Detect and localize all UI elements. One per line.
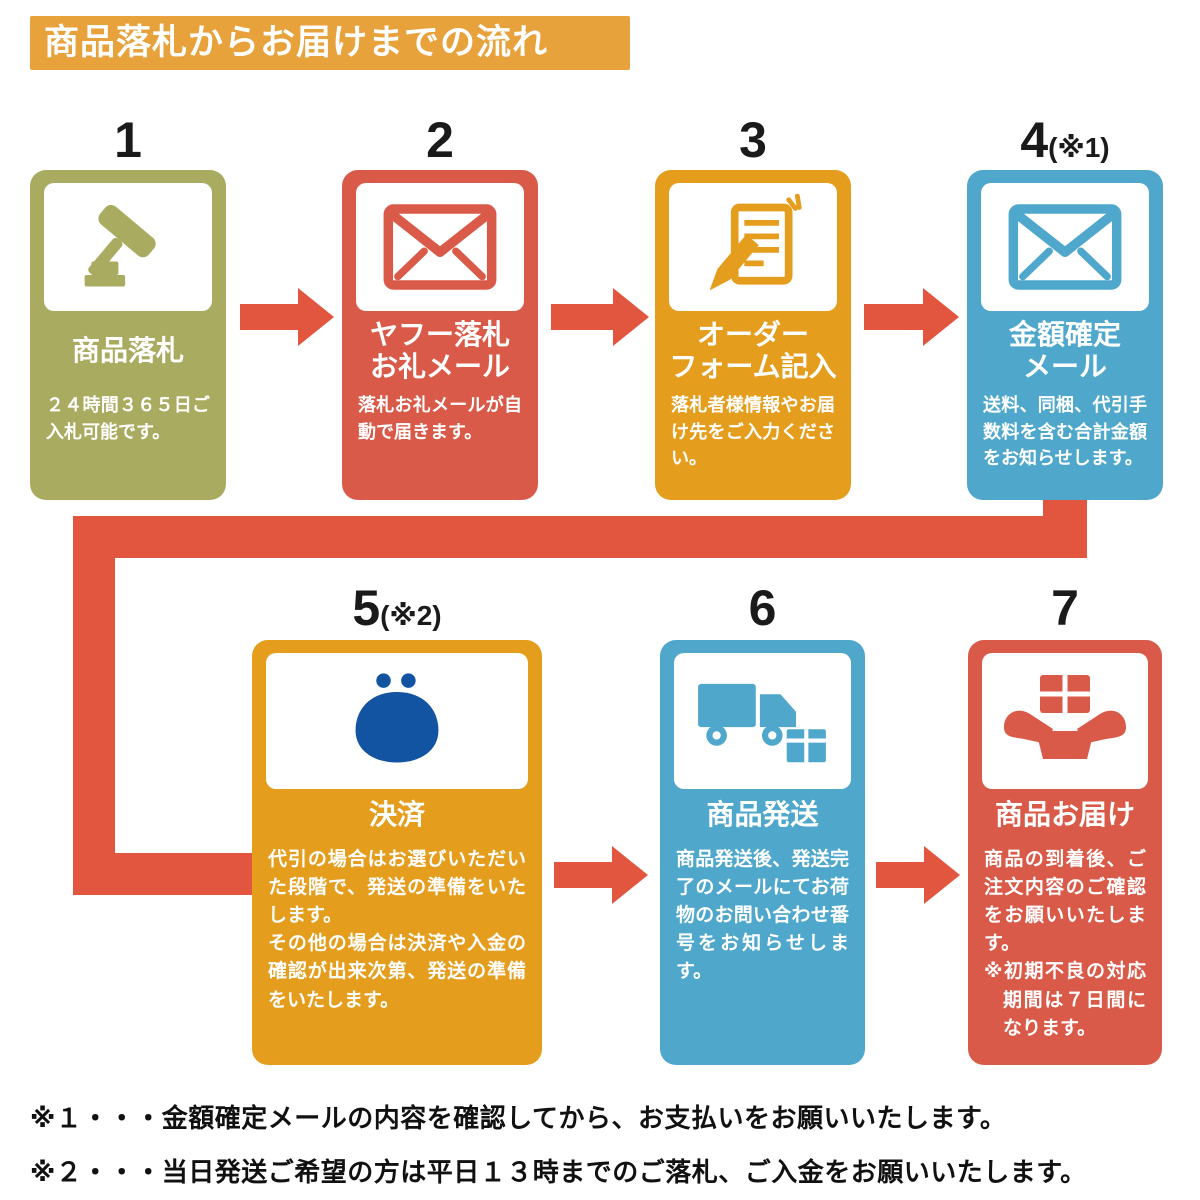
step-card-auction-win: 商品落札 ２４時間３６５日ご入札可能です。: [30, 170, 226, 500]
step-desc: 落札お礼メールが自動で届きます。: [358, 395, 522, 442]
flow-connector-segment: [73, 516, 1087, 558]
step-desc: 送料、同梱、代引手数料を含む合計金額をお知らせします。: [983, 395, 1147, 469]
page-title: 商品落札からお届けまでの流れ: [30, 16, 630, 70]
step-desc: 商品の到着後、ご注文内容のご確認をお願いいたします。 ※初期不良の対応期間は７日…: [984, 849, 1146, 1039]
footnote-2: ※２・・・当日発送ご希望の方は平日１３時までのご落札、ご入金をお願いいたします。: [30, 1157, 1087, 1187]
purse-icon: [355, 673, 439, 763]
flow-arrow-right: [551, 288, 649, 346]
step-title: ヤフー落札 お礼メール: [369, 318, 510, 382]
step-title: 商品お届け: [994, 798, 1135, 830]
footnote-1: ※１・・・金額確定メールの内容を確認してから、お支払いをお願いいたします。: [30, 1103, 1007, 1133]
step-card-payment: 決済 代引の場合はお選びいただいた段階で、発送の準備をいたします。 その他の場合…: [252, 640, 542, 1065]
step-icon-panel: [981, 183, 1149, 311]
delivery-icon: [1004, 675, 1126, 759]
step-desc: 落札者様情報やお届け先をご入力ください。: [671, 395, 835, 469]
flow-connector-segment: [73, 516, 115, 895]
flow-arrow-right: [240, 288, 334, 346]
flow-connector-segment: [73, 853, 253, 895]
step-card-delivery: 商品お届け 商品の到着後、ご注文内容のご確認をお願いいたします。 ※初期不良の対…: [968, 640, 1162, 1065]
step-number-5: 5(※2): [352, 580, 442, 636]
step-icon-panel: [674, 653, 851, 789]
step-title: 商品落札: [71, 334, 184, 366]
step-desc: 商品発送後、発送完了のメールにてお荷物のお問い合わせ番号をお知らせします。: [676, 849, 849, 983]
step-icon-panel: [266, 653, 528, 789]
step-number-6: 6: [748, 580, 777, 636]
flow-arrow-right: [876, 846, 960, 904]
step-icon-panel: [982, 653, 1148, 789]
step-title: 商品発送: [706, 798, 819, 830]
truck-icon: [697, 683, 826, 763]
step-card-shipping: 商品発送 商品発送後、発送完了のメールにてお荷物のお問い合わせ番号をお知らせしま…: [660, 640, 865, 1065]
step-number-3: 3: [739, 112, 767, 168]
step-icon-panel: [44, 183, 212, 311]
mail-icon: [383, 204, 497, 290]
step-number-7: 7: [1051, 580, 1079, 636]
step-card-thanks-mail: ヤフー落札 お礼メール 落札お礼メールが自動で届きます。: [342, 170, 538, 500]
step-card-price-mail: 金額確定 メール 送料、同梱、代引手数料を含む合計金額をお知らせします。: [967, 170, 1163, 500]
order-form-icon: [709, 194, 802, 291]
step-number-4: 4(※1): [1020, 112, 1110, 168]
step-title: 金額確定 メール: [1008, 318, 1121, 382]
gavel-icon: [84, 204, 156, 287]
flow-arrow-right: [554, 846, 648, 904]
step-number-2: 2: [426, 112, 454, 168]
step-icon-panel: [356, 183, 524, 311]
step-desc: ２４時間３６５日ご入札可能です。: [46, 395, 210, 442]
flow-arrow-right: [864, 288, 959, 346]
step-title: オーダー フォーム記入: [669, 318, 837, 382]
step-card-order-form: オーダー フォーム記入 落札者様情報やお届け先をご入力ください。: [655, 170, 851, 500]
step-number-1: 1: [114, 112, 142, 168]
mail-icon: [1008, 204, 1122, 290]
step-icon-panel: [669, 183, 837, 311]
step-desc: 代引の場合はお選びいただいた段階で、発送の準備をいたします。 その他の場合は決済…: [268, 849, 526, 1011]
step-title: 決済: [368, 798, 425, 830]
